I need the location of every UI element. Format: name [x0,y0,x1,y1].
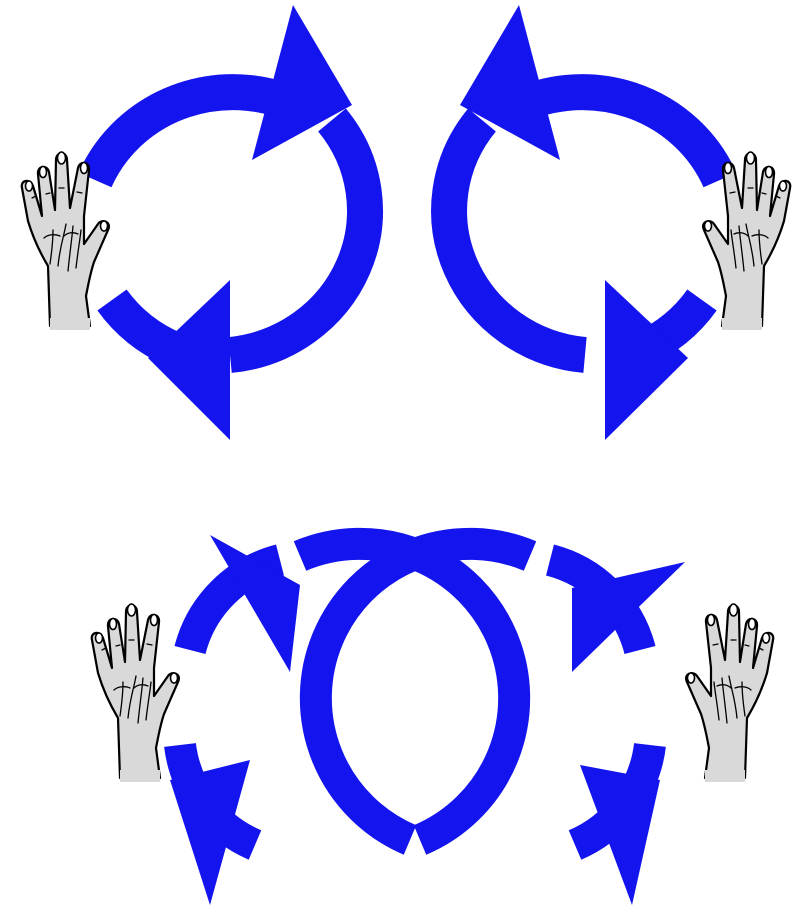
figure-top-left [22,5,365,440]
figure-bottom [92,535,774,905]
arrowhead [148,280,230,440]
circular-arrow-icon [449,5,720,440]
hand-icon [686,604,773,782]
circular-arrow-icon [95,5,365,440]
figure-top-right [449,5,790,440]
